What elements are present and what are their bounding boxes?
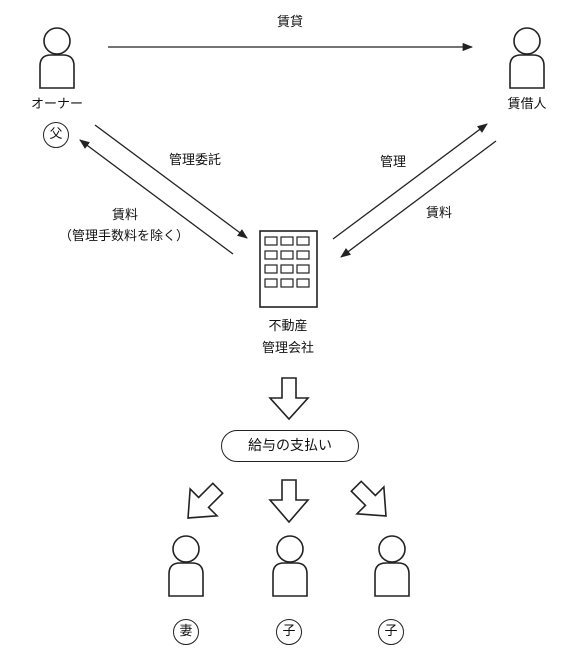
father-badge: 父 bbox=[43, 122, 69, 148]
child2-badge: 子 bbox=[378, 619, 404, 645]
rental-label: 賃貸 bbox=[276, 15, 303, 30]
rent-to-owner-arrow bbox=[79, 139, 234, 255]
rent-label-tenant: 賃料 bbox=[425, 206, 452, 221]
wife-person-icon bbox=[168, 535, 204, 597]
rent-from-tenant-arrow bbox=[340, 140, 497, 258]
company-label-line1: 不動産 bbox=[268, 319, 308, 334]
management-consignment-label: 管理委託 bbox=[168, 153, 221, 168]
child1-badge: 子 bbox=[276, 619, 302, 645]
wife-badge: 妻 bbox=[173, 619, 199, 645]
rent-label-owner-line1: 賃料 bbox=[111, 208, 138, 223]
tenant-label: 賃借人 bbox=[507, 97, 547, 112]
management-arrow bbox=[332, 123, 488, 240]
salary-flow-arrow bbox=[268, 377, 310, 421]
building-icon bbox=[259, 230, 318, 308]
child2-person-icon bbox=[374, 535, 410, 597]
arrow-to-child2 bbox=[350, 480, 387, 517]
management-label: 管理 bbox=[379, 155, 406, 170]
salary-payment-label: 給与の支払い bbox=[221, 430, 359, 462]
rent-label-owner-line2: （管理手数料を除く） bbox=[58, 229, 189, 244]
company-label-line2: 管理会社 bbox=[261, 341, 314, 356]
owner-label: オーナー bbox=[30, 97, 83, 112]
child1-person-icon bbox=[272, 535, 308, 597]
owner-person-icon bbox=[39, 27, 75, 89]
arrow-to-child1 bbox=[268, 479, 310, 524]
tenant-person-icon bbox=[509, 27, 545, 89]
arrow-to-wife bbox=[187, 482, 224, 519]
management-consignment-arrow bbox=[94, 124, 248, 239]
